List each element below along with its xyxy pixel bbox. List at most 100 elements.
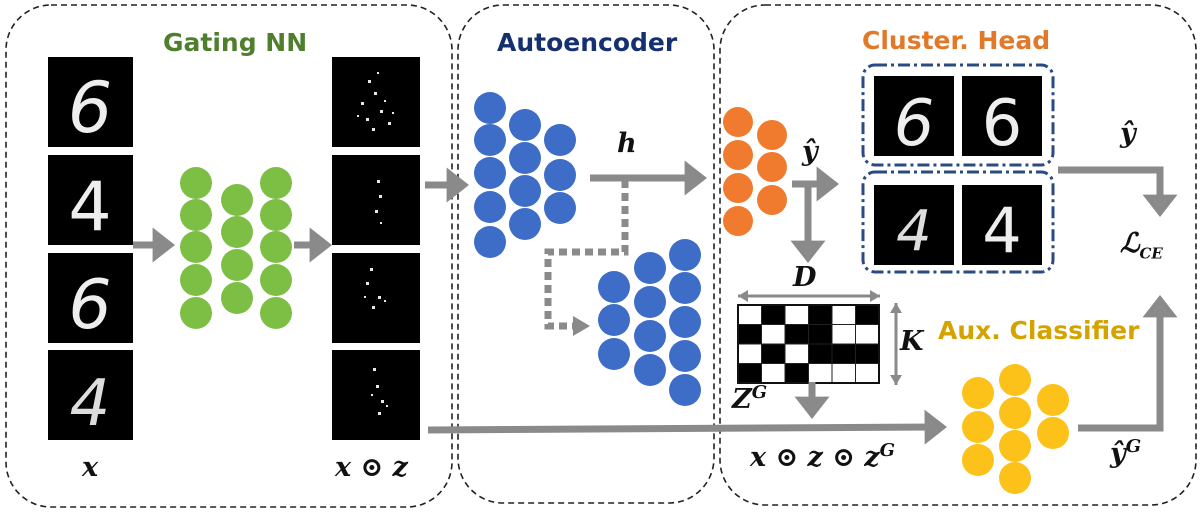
encoder-node [509,109,541,141]
height-indicator-top-tip [890,303,902,313]
input-digit-glyph: 6 [68,266,111,345]
gating-node [221,249,253,281]
gating-node [221,282,253,314]
masked-image [332,57,420,147]
mask-cell [808,343,833,364]
masked-image [332,155,420,245]
cluster-digit-glyph: 6 [894,87,935,161]
aux-node [999,430,1031,462]
masked-images [332,57,420,440]
encoder-node [474,157,506,189]
width-indicator-left-tip [738,290,748,302]
gating-node [180,167,212,199]
gating-node [260,231,292,263]
input-digit-image [48,350,133,440]
autoencoder-title: Autoencoder [497,28,678,57]
decoder-node [634,286,666,318]
label-loss-ce: ℒCE [1120,228,1163,262]
encoder-node [544,124,576,156]
aux-classifier-nodes [962,364,1069,494]
aux-node [999,397,1031,429]
label-D: D [793,262,817,293]
gating-node [221,184,253,216]
encoder-node [474,191,506,223]
gating-network-nodes [180,167,292,329]
cluster-digit-image [874,76,954,156]
mask-cell [855,324,880,345]
cluster-head-nodes [723,107,787,236]
cluster-head-section-box [719,4,1197,506]
encoder-nodes [474,92,576,258]
decoder-node [669,306,701,338]
gating-node [260,167,292,199]
mask-cell [737,363,762,384]
mask-cell [831,324,856,345]
label-x: x [82,452,99,483]
encoder-node [509,175,541,207]
arrow-aux-to-loss [1078,295,1178,432]
width-indicator-right-tip [870,290,880,302]
label-y-hat-G: ŷG [1110,436,1141,469]
label-y-hat-output: ŷ [1120,118,1136,149]
decoder-node [669,272,701,304]
gating-node [180,297,212,329]
label-K: K [900,326,924,357]
decoder-node [598,338,630,370]
encoder-node [474,92,506,124]
mask-cell [831,304,856,325]
arrow-masked-to-aux [427,409,947,445]
label-y-hat: ŷ [802,136,818,167]
decoder-arrowhead [573,316,590,336]
decoder-node [669,374,701,406]
label-x-odot-z-odot-zG: x ⊙ z ⊙ zG [750,440,895,473]
input-digit-images: 6 4 6 4 [48,57,133,441]
aux-node [999,462,1031,494]
mask-cell [761,324,786,345]
decoder-node [634,354,666,386]
cluster-digit-glyph: 4 [896,199,932,264]
label-loss-symbol: ℒ [1120,228,1140,259]
height-indicator-bottom-tip [890,375,902,385]
aux-node [962,411,994,443]
mask-cell [761,363,786,384]
input-digit-image [48,57,133,147]
label-y-hat-G-superscript: G [1125,436,1142,457]
gating-section-box [5,4,453,508]
gating-node [260,264,292,296]
decoder-node [598,304,630,336]
mask-cell [831,363,856,384]
label-x-odot-z: x ⊙ z [335,452,408,483]
input-digit-glyph: 4 [70,367,111,441]
mask-cell [808,363,833,384]
cluster-digit-image [962,76,1042,156]
mask-cell [855,363,880,384]
label-masked-product-superscript: G [879,440,895,461]
label-Z-G: ZG [732,382,767,415]
cluster-node [757,185,787,215]
aux-node [1037,384,1069,416]
mask-cell [808,324,833,345]
mask-cell [808,304,833,325]
label-masked-product: x ⊙ z ⊙ z [750,442,880,473]
cluster-head-title: Cluster. Head [862,26,1051,55]
mask-cell [737,343,762,364]
masked-pixels [357,72,394,415]
mask-cell [855,343,880,364]
decoder-node [669,239,701,271]
aux-node [962,444,994,476]
cluster-node [757,152,787,182]
label-Z-base: Z [732,384,752,415]
input-digit-image [48,155,133,245]
mask-cell [784,363,809,384]
cluster-group-box-bottom [861,170,1055,274]
gating-node [221,216,253,248]
gating-node [180,264,212,296]
input-digit-glyph: 6 [68,67,113,149]
mask-cell [737,324,762,345]
gating-nn-title: Gating NN [163,28,308,57]
mask-matrix [737,304,880,384]
cluster-digit-glyph: 6 [982,87,1023,161]
gating-node [180,199,212,231]
cluster-digit-image [962,185,1042,265]
